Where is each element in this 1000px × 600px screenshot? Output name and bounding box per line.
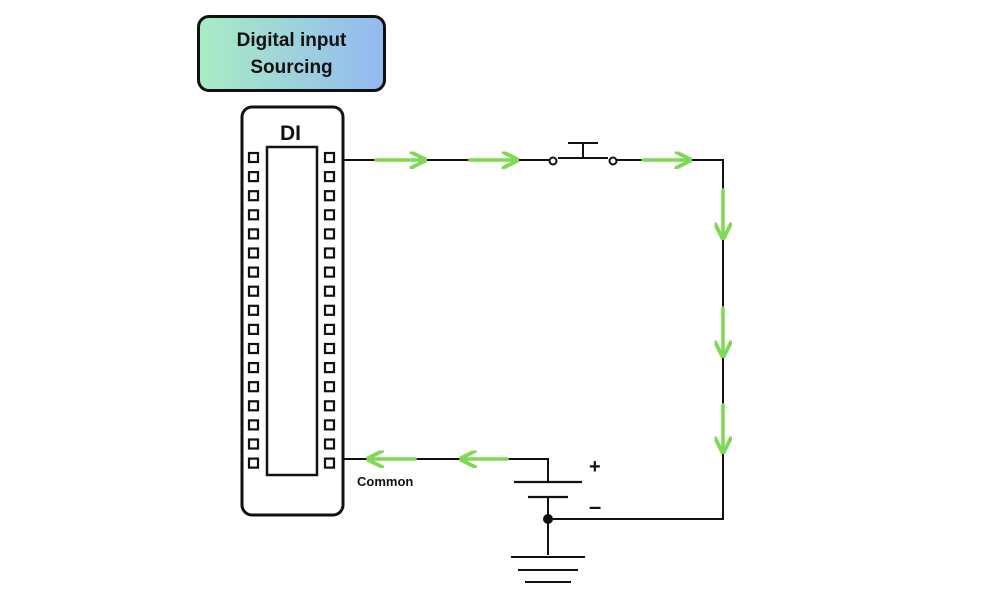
wires	[343, 159, 724, 555]
left-terminal	[247, 362, 260, 374]
left-terminal-column	[247, 151, 260, 469]
left-terminal	[247, 419, 260, 431]
right-terminal	[323, 342, 336, 355]
right-terminal	[323, 285, 336, 297]
right-terminal	[323, 323, 336, 335]
left-terminal	[247, 266, 260, 278]
left-terminal	[247, 400, 260, 412]
right-terminal	[323, 304, 336, 316]
left-terminal	[247, 190, 260, 202]
left-terminal	[247, 304, 260, 316]
right-terminal	[323, 266, 336, 278]
left-terminal	[247, 285, 260, 297]
junction-dot	[543, 514, 553, 524]
left-terminal	[247, 209, 260, 221]
left-terminal	[247, 151, 260, 164]
left-terminal	[247, 438, 260, 450]
title-line-2: Sourcing	[250, 56, 333, 78]
di-module-inner-slot	[265, 145, 319, 477]
right-terminal	[323, 381, 336, 393]
left-terminal	[247, 342, 260, 355]
right-terminal	[323, 209, 336, 221]
right-terminal	[323, 190, 336, 202]
right-terminal	[323, 457, 336, 469]
title-box: Digital input Sourcing	[197, 15, 386, 92]
ground-icon	[511, 556, 585, 583]
right-terminal-column	[323, 151, 336, 469]
left-terminal	[247, 323, 260, 335]
right-terminal	[323, 171, 336, 183]
battery-minus-label: –	[589, 494, 602, 519]
left-terminal	[247, 381, 260, 393]
title-line-1: Digital input	[236, 29, 347, 51]
right-terminal	[323, 151, 336, 164]
right-terminal	[323, 228, 336, 240]
right-terminal	[323, 400, 336, 412]
right-terminal	[323, 419, 336, 431]
right-terminal	[323, 362, 336, 374]
current-flow-arrows	[366, 160, 723, 459]
left-terminal	[247, 457, 260, 469]
common-terminal-label: Common	[357, 474, 414, 489]
push-button-switch[interactable]	[548, 142, 618, 166]
left-terminal	[247, 247, 260, 259]
left-terminal	[247, 228, 260, 240]
wire-switch-to-battery-negative	[548, 159, 724, 520]
switch-contact-right	[608, 156, 618, 166]
switch-contact-left	[548, 156, 558, 166]
battery	[514, 480, 582, 499]
right-terminal	[323, 247, 336, 259]
battery-plus-label: +	[589, 456, 601, 478]
di-module-label: DI	[280, 122, 301, 145]
left-terminal	[247, 171, 260, 183]
right-terminal	[323, 438, 336, 450]
